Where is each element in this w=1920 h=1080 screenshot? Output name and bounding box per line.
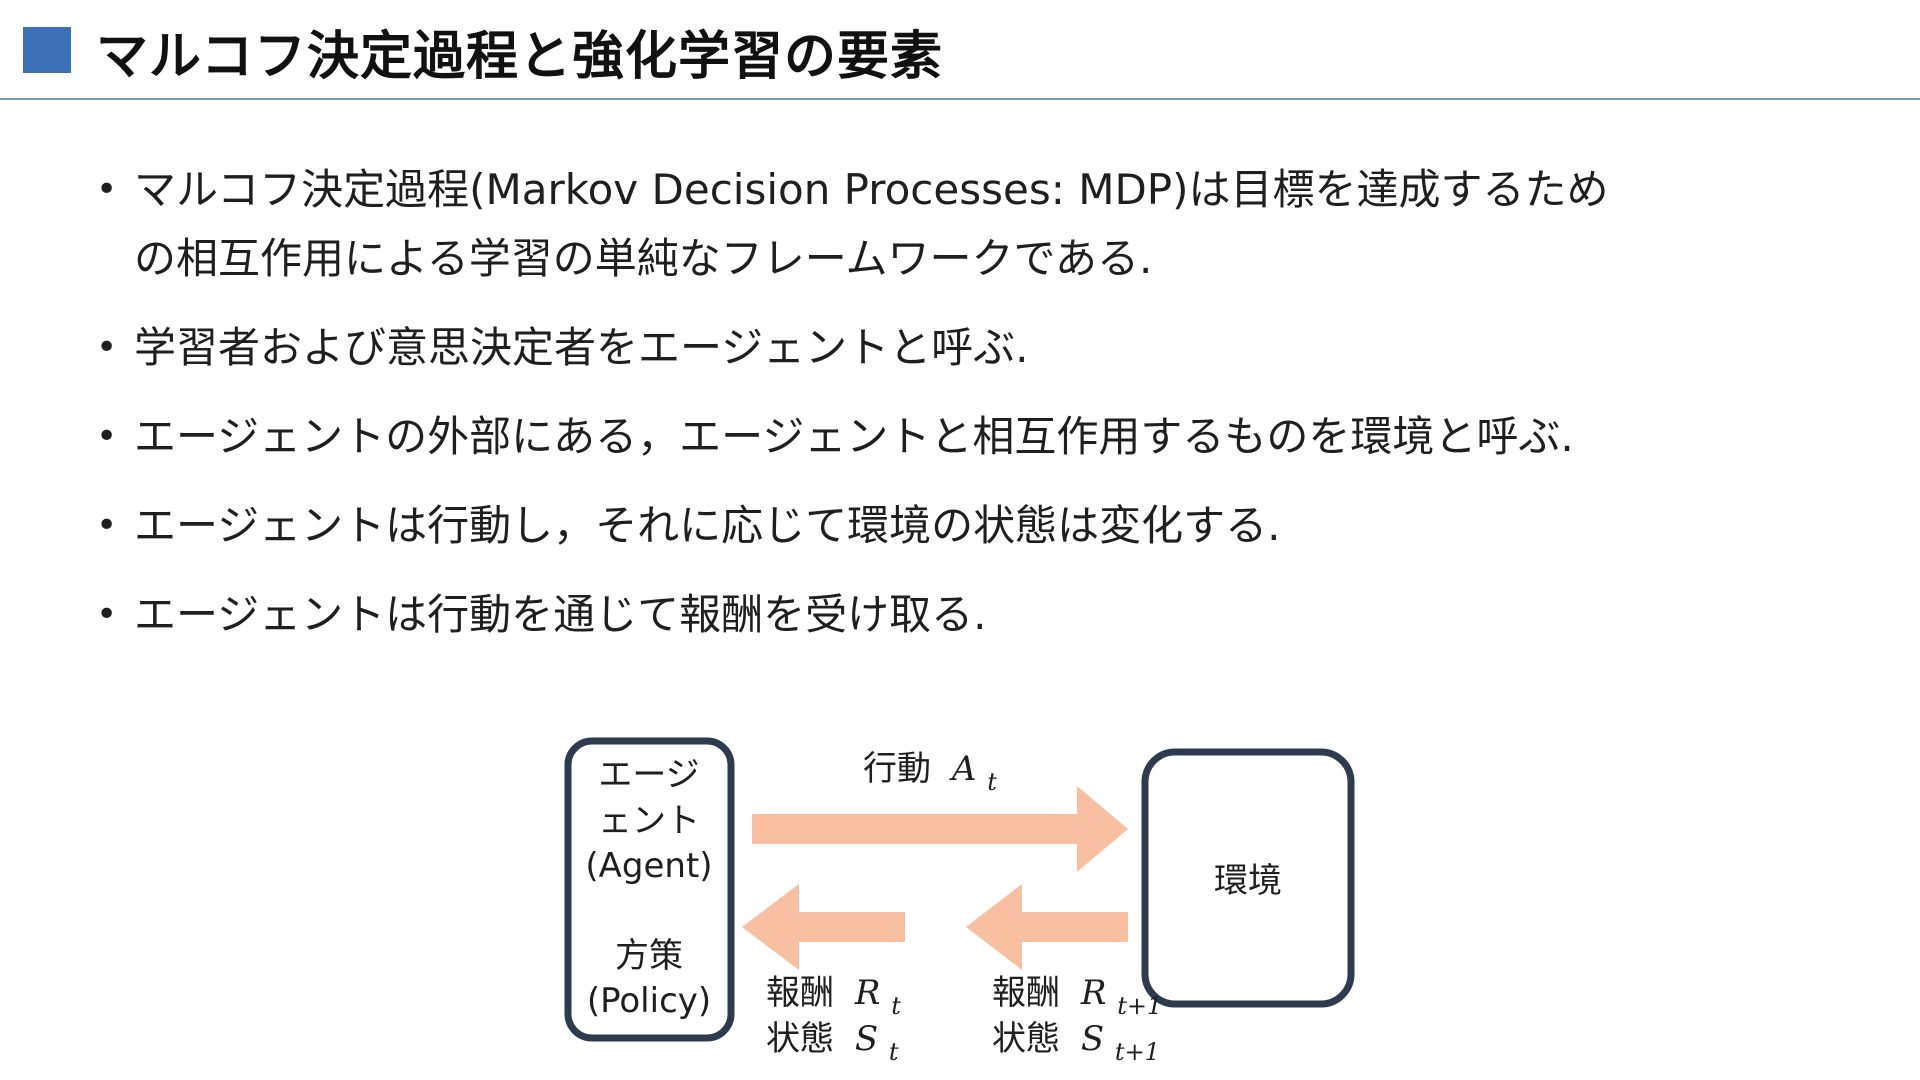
bullet-text-line: エージェントは行動し，それに応じて環境の状態は変化する.	[134, 501, 1281, 550]
bullet-item: マルコフ決定過程(Markov Decision Processes: MDP)…	[96, 155, 1816, 293]
bullet-item: エージェントの外部にある，エージェントと相互作用するものを環境と呼ぶ.	[96, 402, 1816, 471]
bullet-list: マルコフ決定過程(Markov Decision Processes: MDP)…	[96, 155, 1816, 669]
title-marker	[23, 27, 71, 73]
bullet-item: エージェントは行動し，それに応じて環境の状態は変化する.	[96, 491, 1816, 560]
agent-label-line1: エージ	[598, 755, 699, 795]
bullet-text-line: エージェントは行動を通じて報酬を受け取る.	[134, 590, 987, 639]
bullet-text-line: 学習者および意思決定者をエージェントと呼ぶ.	[134, 323, 1029, 372]
bullet-text-line: マルコフ決定過程(Markov Decision Processes: MDP)…	[134, 165, 1609, 214]
bullet-item: 学習者および意思決定者をエージェントと呼ぶ.	[96, 313, 1816, 382]
action-label: 行動 A t	[863, 749, 997, 796]
bullet-item: エージェントは行動を通じて報酬を受け取る.	[96, 580, 1816, 649]
reward-state-arrow-right	[966, 884, 1128, 970]
reward-state-arrow-left	[742, 884, 905, 970]
agent-label-line2: ェント	[598, 801, 700, 841]
bullet-text-line: エージェントの外部にある，エージェントと相互作用するものを環境と呼ぶ.	[134, 412, 1574, 461]
policy-label: 方策	[615, 936, 683, 976]
environment-label: 環境	[1214, 861, 1282, 901]
slide-header: マルコフ決定過程と強化学習の要素	[0, 0, 1920, 100]
reward-label-right: 報酬 R t+1	[992, 973, 1162, 1020]
reward-label-left: 報酬 R t	[766, 973, 901, 1020]
state-label-left: 状態 S t	[766, 1019, 899, 1066]
environment-box	[1141, 748, 1355, 1008]
state-label-right: 状態 S t+1	[992, 1019, 1160, 1066]
bullet-text-line: の相互作用による学習の単純なフレームワークである.	[134, 234, 1153, 283]
policy-label-en: (Policy)	[587, 981, 711, 1021]
agent-label-line3: (Agent)	[585, 846, 712, 886]
slide-title: マルコフ決定過程と強化学習の要素	[96, 27, 943, 87]
agent-box	[564, 737, 735, 1042]
action-arrow	[752, 786, 1128, 872]
